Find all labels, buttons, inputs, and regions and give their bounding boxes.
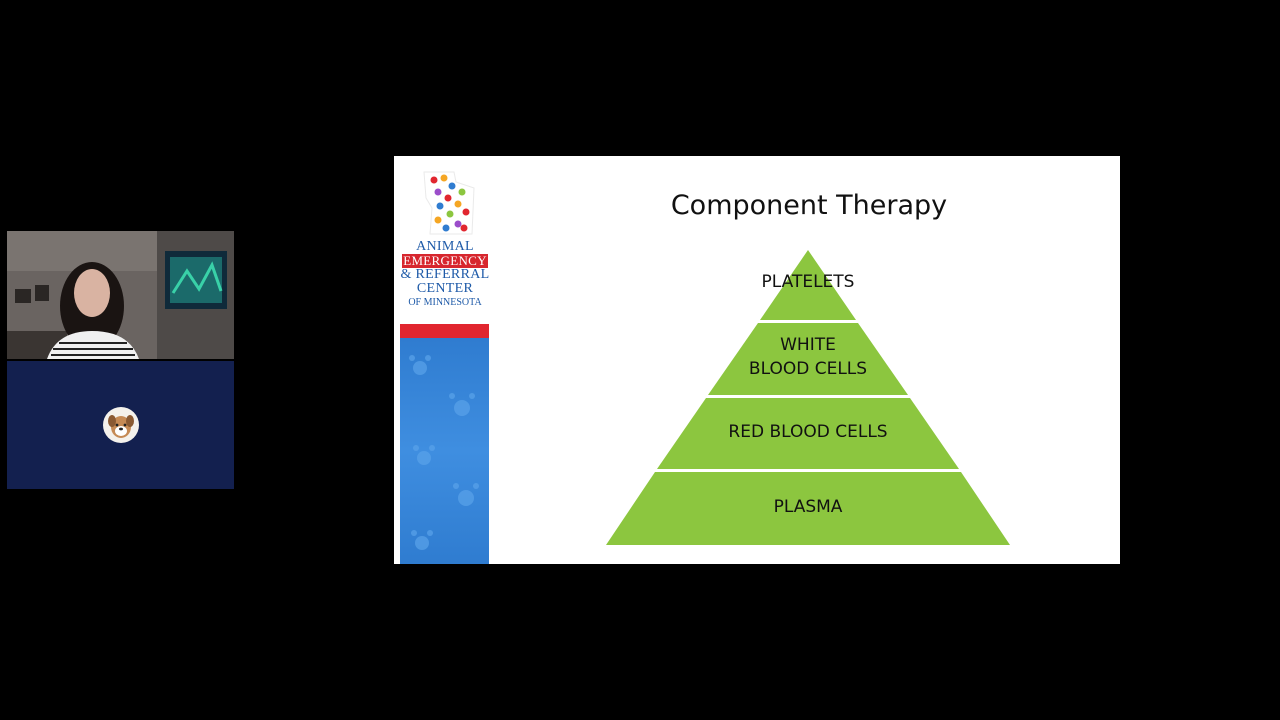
logo-line-minnesota: OF MINNESOTA [408,297,482,308]
logo-line-referral: & REFERRAL [400,267,490,282]
participant-avatar-tile[interactable] [7,361,234,489]
pyramid-tier-white-blood-cells [708,323,908,395]
logo-line-animal: ANIMAL [416,239,474,254]
tier-label-plasma-line: PLASMA [773,497,843,517]
pyramid-tier-red-blood-cells [657,398,959,469]
tier-label-white-blood-cells: WHITE BLOOD CELLS [688,333,928,381]
tier-label-red-line: RED BLOOD CELLS [728,422,888,442]
tier-label-platelets-line: PLATELETS [761,272,855,292]
paw-prints-logo-icon [423,171,475,235]
logo-line-center: CENTER [416,281,474,296]
pyramid-tier-platelets [760,250,856,320]
tier-label-plasma: PLASMA [688,495,928,519]
tier-label-white-line2: BLOOD CELLS [748,359,868,379]
tier-label-red-blood-cells: RED BLOOD CELLS [688,420,928,444]
logo-wordmark: ANIMAL EMERGENCY & REFERRAL CENTER OF MI… [400,240,490,310]
brand-blue-bar [400,338,489,564]
logo-line-emergency: EMERGENCY [402,253,488,268]
dog-avatar-icon [103,407,139,443]
component-pyramid [606,250,1010,545]
shared-slide: ANIMAL EMERGENCY & REFERRAL CENTER OF MI… [394,156,1120,564]
tier-label-white-line1: WHITE [780,335,836,355]
slide-title: Component Therapy [670,190,948,221]
tier-label-platelets: PLATELETS [688,270,928,294]
participant-video-frame [7,231,234,359]
brand-red-bar [400,324,489,338]
paw-pattern-icon [409,355,479,550]
aerc-logo: ANIMAL EMERGENCY & REFERRAL CENTER OF MI… [400,168,490,564]
participant-video-tile[interactable] [7,231,234,359]
pyramid-tier-plasma [606,472,1010,545]
